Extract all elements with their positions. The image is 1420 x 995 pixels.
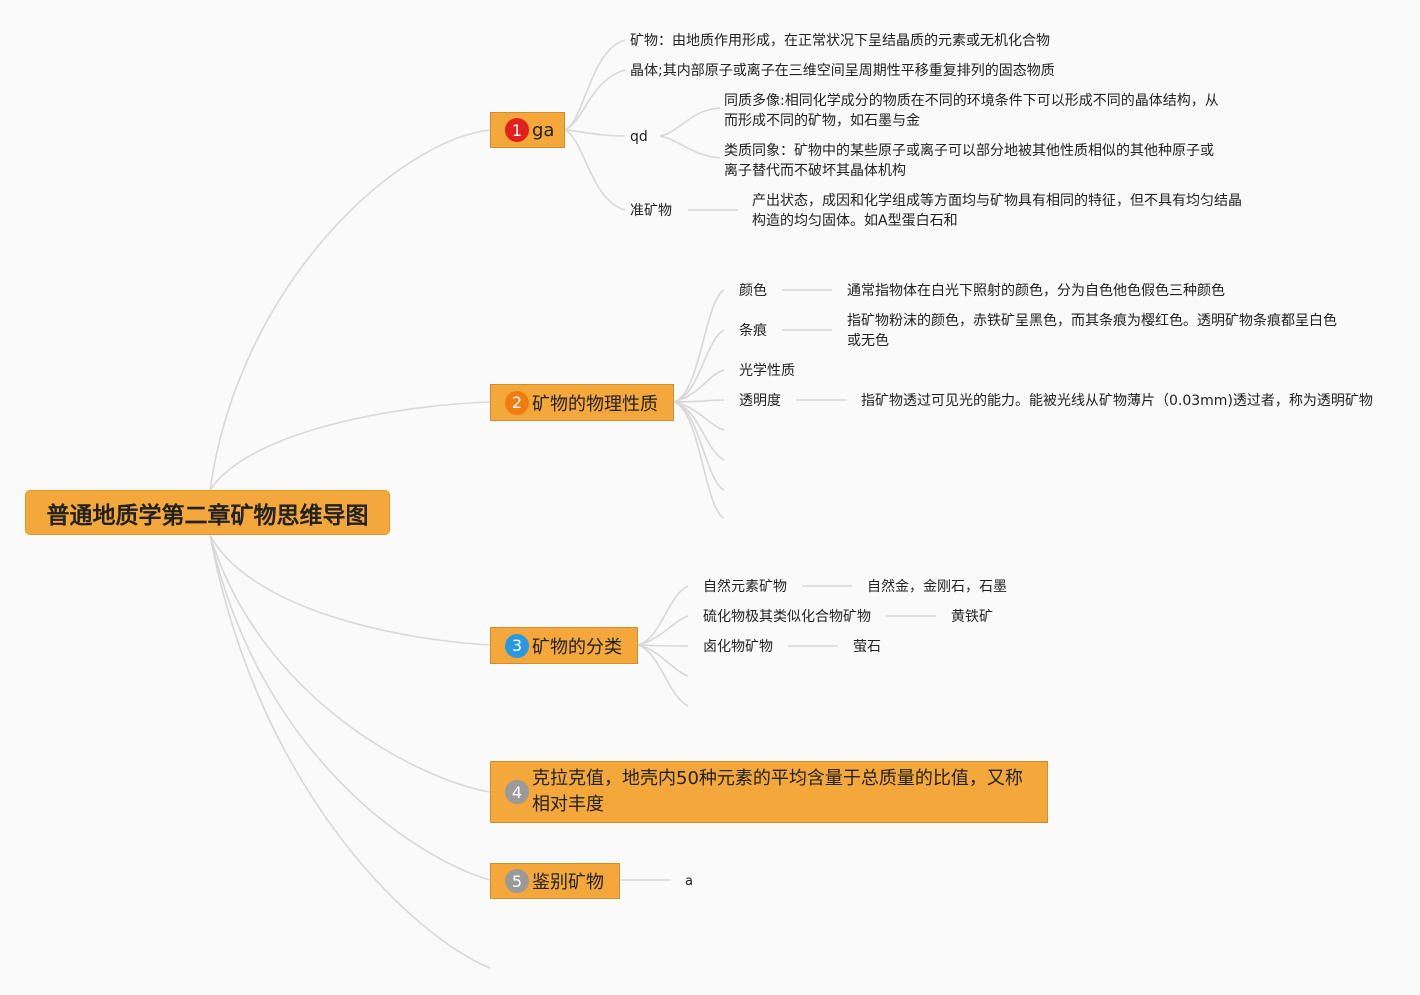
transparency-definition[interactable]: 指矿物透过可见光的能力。能被光线从矿物薄片（0.03mm)透过者，称为透明矿物: [861, 393, 1373, 409]
link-b3-empty2: [637, 644, 689, 707]
branch-4-title: 克拉克值，地壳内50种元素的平均含量于总质量的比值，又称相对丰度: [532, 768, 1023, 815]
branch-3-title: 矿物的分类: [532, 636, 622, 658]
link-b2-streak: [673, 329, 725, 403]
quasi-mineral-node[interactable]: 准矿物: [630, 203, 672, 219]
streak-node[interactable]: 条痕: [739, 323, 767, 339]
link-b2-optical: [673, 369, 725, 403]
link-root-b1: [209, 129, 491, 491]
native-element-examples[interactable]: 自然金，金刚石，石墨: [867, 579, 1007, 595]
link-b3-native: [637, 585, 689, 646]
color-definition[interactable]: 通常指物体在白光下照射的颜色，分为自色他色假色三种颜色: [847, 283, 1225, 299]
link-root-extra: [209, 534, 491, 969]
badge-3: 3: [505, 633, 529, 658]
link-qd-isomorph: [659, 135, 721, 159]
link-b1-mineral: [564, 39, 626, 131]
badge-2: 2: [505, 390, 529, 415]
link-b3-halide: [637, 644, 689, 647]
sulfide-node[interactable]: 硫化物极其类似化合物矿物: [703, 609, 871, 625]
native-element-node[interactable]: 自然元素矿物: [703, 579, 787, 595]
polymorph-definition[interactable]: 同质多像:相同化学成分的物质在不同的环境条件下可以形成不同的晶体结构，从而形成不…: [724, 93, 1219, 129]
branch-4-node[interactable]: 4 克拉克值，地壳内50种元素的平均含量于总质量的比值，又称相对丰度: [490, 761, 1048, 823]
link-b2-transparency: [673, 399, 725, 403]
link-b1-qd: [564, 129, 626, 137]
branch-2-node[interactable]: 2 矿物的物理性质: [490, 384, 674, 421]
branch-2-title: 矿物的物理性质: [532, 393, 658, 415]
branch-5-title: 鉴别矿物: [532, 872, 604, 893]
identify-child-a[interactable]: a: [685, 874, 693, 889]
link-b2-color: [673, 289, 725, 403]
branch-3-node[interactable]: 3 矿物的分类: [490, 627, 638, 664]
streak-definition[interactable]: 指矿物粉沫的颜色，赤铁矿呈黑色，而其条痕为樱红色。透明矿物条痕都呈白色或无色: [847, 313, 1337, 349]
link-root-b4: [209, 534, 491, 793]
link-root-b5: [209, 534, 491, 881]
link-b1-crystal: [564, 69, 626, 131]
isomorph-definition[interactable]: 类质同象：矿物中的某些原子或离子可以部分地被其他性质相似的其他种原子或离子替代而…: [724, 143, 1214, 179]
link-b2-empty3: [673, 401, 725, 491]
transparency-node[interactable]: 透明度: [739, 393, 781, 409]
root-topic[interactable]: 普通地质学第二章矿物思维导图: [25, 490, 390, 535]
crystal-definition[interactable]: 晶体;其内部原子或离子在三维空间呈周期性平移重复排列的固态物质: [630, 63, 1055, 79]
color-node[interactable]: 颜色: [739, 283, 767, 299]
quasi-mineral-definition[interactable]: 产出状态，成因和化学组成等方面均与矿物具有相同的特征，但不具有均匀结晶构造的均匀…: [752, 193, 1242, 229]
link-b1-quasi: [564, 129, 626, 211]
link-root-b3: [209, 534, 491, 646]
link-root-b2: [209, 401, 491, 491]
badge-5: 5: [505, 869, 529, 893]
qd-node[interactable]: qd: [630, 129, 648, 145]
sulfide-examples[interactable]: 黄铁矿: [951, 609, 993, 625]
branch-1-node[interactable]: 1 ga: [490, 112, 565, 148]
root-title: 普通地质学第二章矿物思维导图: [46, 502, 369, 529]
halide-node[interactable]: 卤化物矿物: [703, 639, 773, 655]
badge-4: 4: [505, 780, 529, 804]
badge-1: 1: [505, 118, 529, 142]
link-b3-sulfide: [637, 615, 689, 646]
link-qd-polymorph: [659, 107, 721, 137]
halide-examples[interactable]: 萤石: [853, 639, 881, 655]
branch-1-title: ga: [532, 119, 555, 141]
mineral-definition[interactable]: 矿物：由地质作用形成，在正常状况下呈结晶质的元素或无机化合物: [630, 33, 1050, 49]
branch-5-node[interactable]: 5 鉴别矿物: [490, 863, 620, 899]
link-b2-empty4: [673, 401, 725, 519]
optical-properties-node[interactable]: 光学性质: [739, 363, 795, 379]
